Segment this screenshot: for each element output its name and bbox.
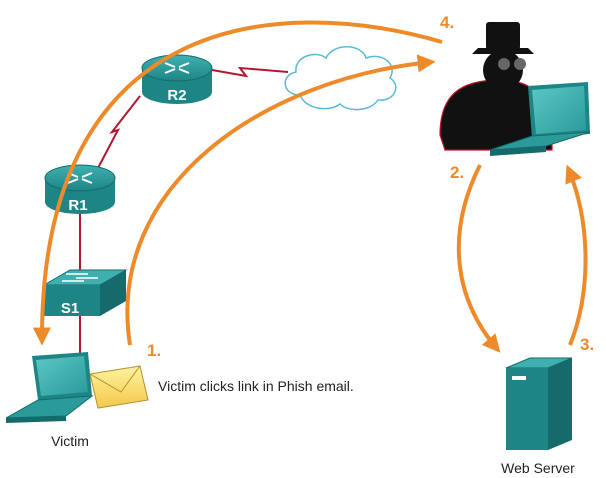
router-r1-label: R1 — [68, 197, 87, 214]
step-3-label: 3. — [580, 335, 594, 354]
switch-s1-label: S1 — [61, 300, 79, 317]
web-server-icon — [505, 357, 573, 450]
router-r2-icon — [141, 54, 213, 104]
switch-s1-icon — [42, 269, 128, 316]
link-r1-r2-serial — [97, 95, 141, 169]
attacker-hacker-icon — [439, 22, 553, 151]
email-note-caption: Victim clicks link in Phish email. — [158, 378, 354, 394]
victim-caption: Victim — [51, 433, 89, 449]
arrow-step1-victim-to-attacker — [125, 54, 436, 346]
arrow-step2-attacker-to-server — [456, 164, 501, 353]
attacker-laptop-icon — [489, 82, 591, 156]
step-4-label: 4. — [440, 13, 454, 32]
arrow-step4-attacker-to-victim — [32, 20, 443, 346]
step-2-label: 2. — [450, 163, 464, 182]
arrow-step3-server-to-attacker — [565, 164, 588, 346]
router-r1-icon — [44, 164, 116, 214]
router-r2-label: R2 — [167, 87, 186, 104]
step-1-label: 1. — [147, 341, 161, 360]
victim-laptop-icon — [5, 352, 94, 423]
web-server-caption: Web Server — [501, 460, 575, 476]
phish-email-envelope-icon — [89, 365, 149, 409]
link-r2-cloud-serial — [211, 66, 289, 78]
